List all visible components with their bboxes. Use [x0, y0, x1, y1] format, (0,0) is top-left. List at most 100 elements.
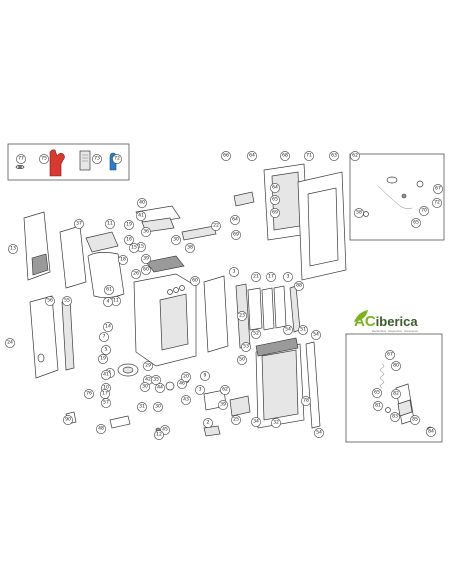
callout-circle — [390, 412, 400, 422]
callout-circle — [155, 383, 165, 393]
callout-number: 88 — [296, 283, 302, 289]
callout-number: 22 — [213, 223, 219, 229]
callout-number: 3 — [287, 274, 290, 280]
callout-52: 52 — [251, 329, 261, 339]
callout-circle — [96, 424, 106, 434]
callout-29: 29 — [143, 361, 153, 371]
callout-number: 83 — [392, 414, 398, 420]
callout-circle — [200, 371, 210, 381]
callout-number: 75 — [41, 156, 47, 162]
callout-17: 17 — [266, 272, 276, 282]
callout-circle — [131, 269, 141, 279]
callout-65: 65 — [411, 218, 421, 228]
callout-circle — [426, 427, 436, 437]
callout-72: 72 — [112, 154, 122, 164]
callout-circle — [101, 370, 111, 380]
callout-circle — [251, 329, 261, 339]
callout-number: 2 — [207, 420, 210, 426]
leaf-icon — [354, 310, 368, 322]
callout-circle — [301, 396, 311, 406]
callout-number: 63 — [331, 153, 337, 159]
callout-number: 66 — [223, 153, 229, 159]
callout-circle — [105, 219, 115, 229]
callout-57: 57 — [101, 398, 111, 408]
callout-62: 62 — [220, 385, 230, 395]
callout-number: 11 — [113, 298, 119, 304]
callout-68: 68 — [280, 151, 290, 161]
callout-circle — [220, 385, 230, 395]
callout-number: 50 — [239, 357, 245, 363]
callout-circle — [433, 184, 443, 194]
callout-number: 41 — [138, 213, 144, 219]
callout-circle — [103, 322, 113, 332]
callout-14: 14 — [103, 322, 113, 332]
callout-circle — [230, 215, 240, 225]
callout-circle — [283, 325, 293, 335]
callout-number: 65 — [374, 390, 380, 396]
callout-number: 54 — [316, 430, 322, 436]
strip-88 — [289, 285, 301, 333]
accessories-panel — [7, 143, 130, 181]
callout-number: 84 — [428, 429, 434, 435]
callout-9: 9 — [200, 371, 210, 381]
callout-number: 31 — [139, 404, 145, 410]
callout-90: 90 — [63, 415, 73, 425]
rear-panel — [59, 225, 87, 289]
callout-71: 71 — [304, 151, 314, 161]
callout-circle — [350, 151, 360, 161]
callout-number: 10 — [103, 385, 109, 391]
callout-34: 34 — [251, 417, 261, 427]
callout-number: 82 — [393, 391, 399, 397]
callout-circle — [129, 243, 139, 253]
front-grille — [255, 337, 299, 357]
callout-circle — [251, 417, 261, 427]
callout-number: 23 — [239, 313, 245, 319]
callout-circle — [221, 151, 231, 161]
callout-number: 54 — [313, 332, 319, 338]
callout-circle — [270, 183, 280, 193]
callout-circle — [74, 219, 84, 229]
callout-number: 64 — [249, 153, 255, 159]
callout-number: 56 — [47, 298, 53, 304]
callout-7: 7 — [99, 332, 109, 342]
callout-number: 19 — [100, 356, 106, 362]
callout-5: 5 — [101, 345, 111, 355]
callout-81: 81 — [373, 401, 383, 411]
spring-detail-panel — [345, 333, 443, 443]
callout-circle — [211, 221, 221, 231]
callout-85: 85 — [410, 415, 420, 425]
callout-58: 58 — [354, 208, 364, 218]
callout-circle — [124, 235, 134, 245]
callout-circle — [103, 297, 113, 307]
callout-number: 64 — [232, 217, 238, 223]
callout-number: 15 — [131, 245, 137, 251]
callout-83: 83 — [390, 412, 400, 422]
callout-circle — [181, 395, 191, 405]
callout-circle — [270, 208, 280, 218]
callout-circle — [141, 265, 151, 275]
callout-number: 19 — [126, 222, 132, 228]
brand-logo: ACiberica Recambios · Repuestos · Acceso… — [354, 310, 418, 333]
callout-12: 12 — [154, 430, 164, 440]
callout-circle — [171, 235, 181, 245]
bracket-66 — [233, 191, 255, 207]
callout-number: 18 — [120, 257, 126, 263]
callout-number: 48 — [98, 426, 104, 432]
callout-23: 23 — [237, 311, 247, 321]
callout-circle — [104, 285, 114, 295]
callout-circle — [237, 311, 247, 321]
callout-number: 55 — [64, 298, 70, 304]
callout-84: 84 — [426, 427, 436, 437]
callout-number: 38 — [187, 245, 193, 251]
callout-39: 39 — [218, 400, 228, 410]
callout-30: 30 — [153, 402, 163, 412]
callout-circle — [411, 218, 421, 228]
callout-circle — [354, 208, 364, 218]
callout-60: 60 — [141, 265, 151, 275]
callout-13: 13 — [8, 244, 18, 254]
callout-4: 4 — [103, 297, 113, 307]
component-45 — [203, 425, 221, 437]
callout-number: 11 — [107, 221, 113, 227]
callout-number: 41 — [103, 372, 109, 378]
callout-number: 4 — [107, 299, 110, 305]
